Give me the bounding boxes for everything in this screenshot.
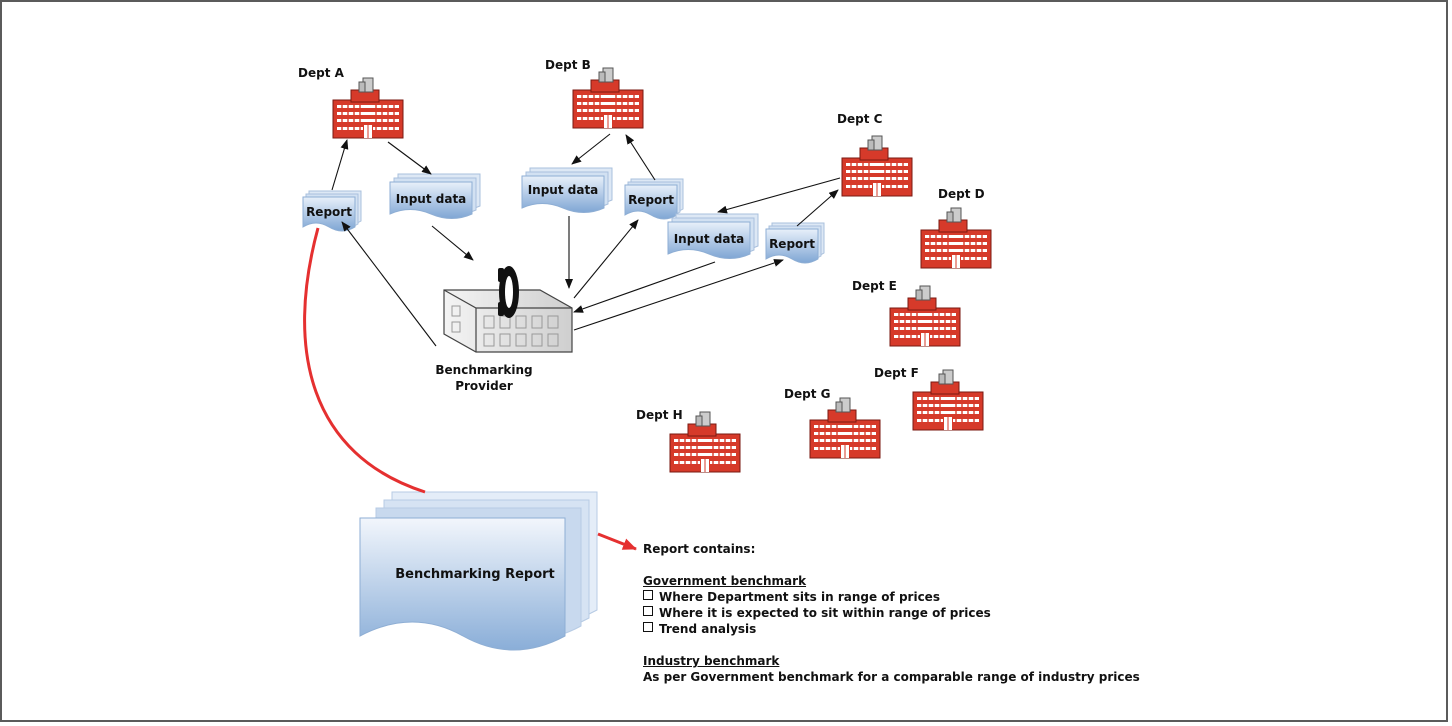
dept-g-label: Dept G <box>784 387 831 401</box>
dept-c-label: Dept C <box>837 112 883 126</box>
dept-a-label: Dept A <box>298 66 344 80</box>
building-icon-dept-a <box>332 77 404 139</box>
government-item-text: Where Department sits in range of prices <box>659 590 940 604</box>
checkbox-icon <box>643 606 653 616</box>
building-icon-dept-f <box>912 369 984 431</box>
government-benchmark-title: Government benchmark <box>643 574 807 588</box>
dept-e-label: Dept E <box>852 279 897 293</box>
industry-benchmark-title: Industry benchmark <box>643 654 780 668</box>
government-item-text: Where it is expected to sit within range… <box>659 606 991 620</box>
telephone-icon <box>498 266 519 318</box>
benchmarking-provider-building <box>443 266 573 353</box>
report-contents-heading: Report contains: <box>643 542 756 556</box>
building-icon-dept-b <box>572 67 644 129</box>
input-data-label-b: Input data <box>527 183 599 197</box>
input-data-label-a: Input data <box>395 192 467 206</box>
dept-b-label: Dept B <box>545 58 591 72</box>
benchmarking-report-label: Benchmarking Report <box>395 567 555 582</box>
government-item: Trend analysis <box>643 621 1203 637</box>
report-contents-notes: Report contains: Government benchmark Wh… <box>643 541 1203 685</box>
benchmarking-report-doc <box>359 491 598 651</box>
checkbox-icon <box>643 622 653 632</box>
provider-label-line1: Benchmarking <box>435 363 533 377</box>
government-item-text: Trend analysis <box>659 622 757 636</box>
benchmarking-provider-label: Benchmarking Provider <box>428 362 540 394</box>
checkbox-icon <box>643 590 653 600</box>
building-icon-dept-g <box>809 397 881 459</box>
provider-label-line2: Provider <box>455 379 513 393</box>
building-icon-dept-c <box>841 135 913 197</box>
government-item: Where Department sits in range of prices <box>643 589 1203 605</box>
industry-benchmark-text: As per Government benchmark for a compar… <box>643 670 1140 684</box>
building-icon-dept-d <box>920 207 992 269</box>
report-label-b: Report <box>628 193 674 207</box>
report-label-a: Report <box>306 205 352 219</box>
dept-h-label: Dept H <box>636 408 683 422</box>
dept-d-label: Dept D <box>938 187 985 201</box>
dept-f-label: Dept F <box>874 366 919 380</box>
report-label-c: Report <box>769 237 815 251</box>
building-icon-dept-e <box>889 285 961 347</box>
government-item: Where it is expected to sit within range… <box>643 605 1203 621</box>
input-data-label-c: Input data <box>673 232 745 246</box>
